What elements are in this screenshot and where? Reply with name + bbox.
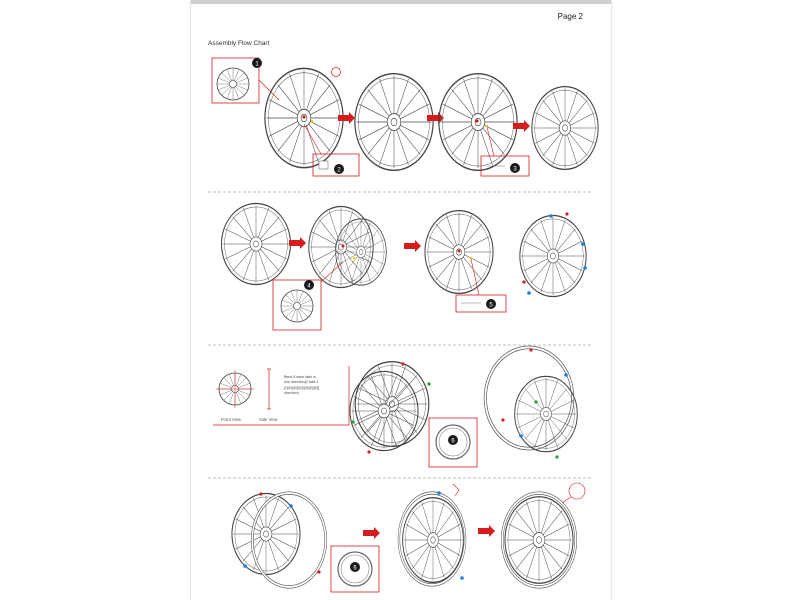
arrow-icon (404, 240, 421, 252)
red-marker (367, 450, 371, 454)
step-row-1: 1 2 3 (211, 57, 598, 177)
step-row-4: 6 (232, 482, 586, 593)
flow-chart-title: Assembly Flow Chart (208, 40, 270, 47)
step-number: 5 (489, 302, 493, 308)
yellow-hub-marker (310, 119, 314, 123)
wheel (520, 216, 586, 297)
step-number: 2 (337, 167, 341, 173)
detail-box (480, 155, 530, 177)
bend-instruction-note: Bend 5 each tabs in one direction(2 tabs… (284, 375, 354, 397)
wheel-rear (336, 219, 387, 285)
blue-marker (460, 576, 464, 580)
green-marker (351, 420, 355, 424)
step-badge (486, 299, 496, 309)
step-badge (350, 562, 360, 572)
blue-marker (437, 491, 441, 495)
arrow-icon (338, 112, 355, 124)
detail-box (455, 294, 507, 313)
wheel (355, 74, 433, 171)
page-top-edge (191, 0, 611, 4)
note-line: Bend 5 each tabs in (284, 375, 316, 379)
step-number: 6 (353, 565, 357, 571)
step-badge (334, 164, 344, 174)
front-view-label: Front View (221, 417, 241, 422)
blue-marker (243, 564, 247, 568)
arrow-icon (289, 237, 306, 249)
red-hub-marker (457, 249, 461, 253)
detail-box (211, 57, 260, 104)
step-number: 6 (451, 438, 455, 444)
step-badge (448, 435, 458, 445)
assembly-diagram: 1 2 3 (208, 57, 611, 593)
green-marker (534, 400, 538, 404)
red-marker (401, 362, 405, 366)
yellow-hub-marker (352, 256, 356, 260)
red-marker (529, 348, 533, 352)
red-marker (259, 492, 263, 496)
step-number: 4 (307, 283, 311, 289)
note-line: one direction(2 tabs 1 (284, 380, 319, 385)
detail-bracket (213, 366, 350, 426)
step-badge (252, 58, 262, 68)
callout-arrow (452, 483, 460, 497)
wheel (505, 497, 573, 583)
axle-part (318, 160, 329, 170)
arrow-icon (513, 120, 530, 132)
red-hub-marker (302, 115, 306, 119)
blue-marker (519, 434, 523, 438)
red-marker (501, 418, 505, 422)
wheel-front-view (216, 67, 250, 101)
yellow-hub-marker (485, 124, 489, 128)
detail-box (330, 545, 380, 593)
rim-ring (475, 336, 583, 460)
red-hub-marker (475, 119, 479, 123)
step-badge (304, 280, 314, 290)
step-row-2: 4 5 (222, 204, 587, 331)
document-page: Page 2 Assembly Flow Chart (190, 0, 612, 600)
blue-marker (583, 266, 587, 270)
step-number: 3 (513, 166, 517, 172)
step-number: 1 (255, 61, 259, 67)
rim-part (337, 551, 373, 587)
blue-marker (289, 504, 293, 508)
rim-part (435, 424, 471, 460)
detail-box (272, 279, 322, 331)
step-row-3: 6 (213, 336, 583, 468)
blue-marker (549, 214, 553, 218)
step-badge (510, 163, 520, 173)
wheel-front-view (280, 289, 314, 323)
green-marker (427, 382, 431, 386)
red-marker (317, 570, 321, 574)
page-number: Page 2 (557, 12, 583, 21)
blue-marker (581, 242, 585, 246)
yellow-hub-marker (469, 256, 473, 260)
note-line: direction) (284, 391, 299, 396)
green-marker (555, 455, 559, 459)
detail-box (428, 417, 478, 468)
arrow-icon (363, 527, 380, 539)
wheel (350, 371, 418, 450)
blue-marker (527, 291, 531, 295)
red-marker (565, 212, 569, 216)
part-callout-icon (331, 67, 341, 77)
magnify-callout-icon (568, 482, 586, 500)
wheel (222, 204, 291, 285)
red-marker (522, 280, 526, 284)
blue-marker (564, 373, 568, 377)
arrow-icon (478, 525, 495, 537)
wheel (532, 87, 598, 170)
red-hub-marker (341, 244, 345, 248)
detail-box (312, 153, 360, 177)
note-line: [2]/[4]/[0]/[1]/[0]/[0]/[0]] (284, 385, 319, 390)
wheel (403, 498, 464, 583)
wheel (515, 376, 578, 451)
side-view-label: Side View (259, 417, 278, 422)
